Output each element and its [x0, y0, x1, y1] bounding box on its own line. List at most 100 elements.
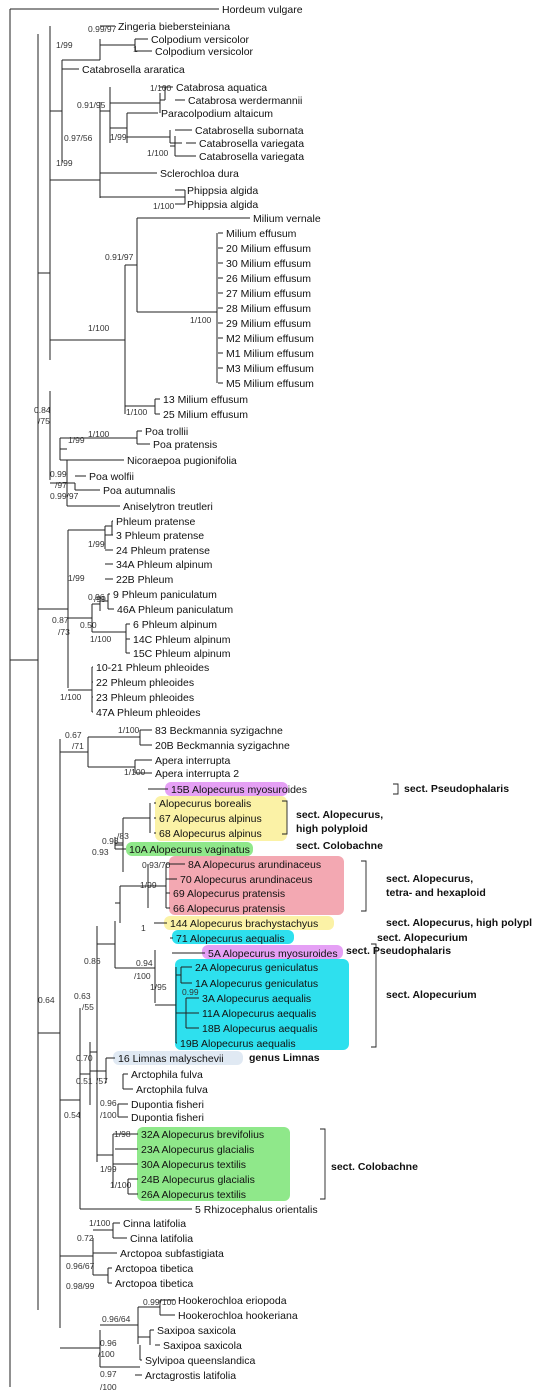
section-label: sect. Pseudophalaris	[404, 783, 509, 795]
support-value: 1/100	[150, 83, 172, 93]
taxon-label: 71 Alopecurus aequalis	[176, 933, 285, 945]
support-value: 1/99	[110, 132, 127, 142]
clade-highlight	[175, 959, 349, 1050]
clade-highlight	[165, 782, 288, 796]
support-value: 0.99	[182, 987, 199, 997]
taxon-label: 67 Alopecurus alpinus	[159, 813, 262, 825]
clade-highlight	[113, 1051, 243, 1065]
taxon-label: Aniselytron treutleri	[123, 501, 213, 513]
clade-highlight	[164, 916, 334, 930]
taxon-label: Arctophila fulva	[136, 1084, 208, 1096]
section-bracket	[371, 943, 377, 1048]
taxon-label: Phippsia algida	[187, 185, 258, 197]
taxon-label: Alopecurus borealis	[159, 798, 251, 810]
support-value: 1	[141, 923, 146, 933]
support-value: 0.63	[74, 991, 91, 1001]
support-value: 0.97	[100, 1369, 117, 1379]
taxon-label: Nicoraepoa pugionifolia	[127, 455, 237, 467]
taxon-label: 26 Milium effusum	[226, 273, 311, 285]
support-value: 0.64	[38, 995, 55, 1005]
support-value: 0.93/70	[142, 860, 171, 870]
support-value: 1/100	[190, 315, 212, 325]
support-value: /100	[100, 1110, 117, 1120]
taxon-label: 6 Phleum alpinum	[133, 619, 217, 631]
taxon-label: 3A Alopecurus aequalis	[202, 993, 311, 1005]
taxon-label: Hordeum vulgare	[222, 4, 303, 16]
taxon-label: Catabrosella variegata	[199, 151, 304, 163]
taxon-label: Phippsia algida	[187, 199, 258, 211]
section-bracket	[393, 783, 399, 795]
support-value: /73	[58, 627, 70, 637]
taxon-label: Poa pratensis	[153, 439, 217, 451]
clade-highlight	[137, 1127, 290, 1201]
support-value: 1/95	[150, 982, 167, 992]
support-value: 0.84	[34, 405, 51, 415]
taxon-label: M5 Milium effusum	[226, 378, 314, 390]
support-value: 0.96	[88, 592, 105, 602]
support-value: 0.96/64	[102, 1314, 131, 1324]
taxon-label: Milium effusum	[226, 228, 297, 240]
support-value: 1/100	[153, 201, 175, 211]
support-value: /75	[38, 416, 50, 426]
support-value: 0.93	[92, 847, 109, 857]
taxon-label: 5 Rhizocephalus orientalis	[195, 1204, 318, 1216]
clade-highlights	[113, 782, 349, 1201]
taxon-label: M2 Milium effusum	[226, 333, 314, 345]
support-value: 0.70	[76, 1053, 93, 1063]
taxon-label: M1 Milium effusum	[226, 348, 314, 360]
support-value: 1	[133, 44, 138, 54]
taxon-label: Poa autumnalis	[103, 485, 175, 497]
section-label: tetra- and hexaploid	[386, 887, 486, 899]
support-value: 0.72	[77, 1233, 94, 1243]
taxon-label: 15C Phleum alpinum	[133, 648, 231, 660]
clade-highlight	[202, 945, 343, 959]
taxon-label: Arctopoa tibetica	[115, 1278, 193, 1290]
taxon-label: 30A Alopecurus textilis	[141, 1159, 246, 1171]
taxon-label: 20 Milium effusum	[226, 243, 311, 255]
section-label: sect. Alopecurium	[377, 932, 468, 944]
taxon-label: 10-21 Phleum phleoides	[96, 662, 209, 674]
taxon-label: Poa trollii	[145, 426, 188, 438]
taxon-label: 144 Alopecurus brachystachyus	[170, 918, 318, 930]
taxon-label: 11A Alopecurus aequalis	[202, 1008, 316, 1020]
clade-highlight	[172, 930, 294, 944]
taxon-label: 14C Phleum alpinum	[133, 634, 231, 646]
support-value: 1/100	[124, 767, 146, 777]
support-value: 0.54	[64, 1110, 81, 1120]
support-value: 1/100	[90, 634, 112, 644]
taxon-label: 22B Phleum	[116, 574, 173, 586]
taxon-label: Saxipoa saxicola	[157, 1325, 236, 1337]
taxon-label: Catabrosella araratica	[82, 64, 185, 76]
taxon-label: Hookerochloa hookeriana	[178, 1310, 298, 1322]
taxon-label: Sylvipoa queenslandica	[145, 1355, 255, 1367]
support-value: 0.99	[50, 469, 67, 479]
taxon-label: Milium vernale	[253, 213, 321, 225]
taxon-label: 24 Phleum pratense	[116, 545, 210, 557]
taxon-label: Arctopoa tibetica	[115, 1263, 193, 1275]
section-label: high polyploid	[296, 823, 368, 835]
taxon-label: 70 Alopecurus arundinaceus	[180, 874, 313, 886]
section-label: sect. Colobachne	[331, 1161, 418, 1173]
support-value: 1/100	[110, 1180, 132, 1190]
taxon-label: Saxipoa saxicola	[163, 1340, 242, 1352]
support-value: 1/99	[68, 435, 85, 445]
tree-branches	[9, 8, 250, 1387]
taxon-label: Catabrosa aquatica	[176, 82, 267, 94]
support-value: /83	[117, 831, 129, 841]
taxon-label: Hookerochloa eriopoda	[178, 1295, 287, 1307]
taxon-label: Poa wolfii	[89, 471, 134, 483]
taxon-label: 20B Beckmannia syzigachne	[155, 740, 290, 752]
taxon-label: Catabrosella variegata	[199, 138, 304, 150]
taxon-label: Sclerochloa dura	[160, 168, 239, 180]
support-value: 0.96/67	[66, 1261, 95, 1271]
taxon-label: 1A Alopecurus geniculatus	[195, 978, 318, 990]
taxon-label: 32A Alopecurus brevifolius	[141, 1129, 264, 1141]
section-brackets	[282, 783, 399, 1200]
taxon-label: Dupontia fisheri	[131, 1099, 204, 1111]
taxon-label: 5A Alopecurus myosuroides	[208, 948, 338, 960]
taxon-label: 27 Milium effusum	[226, 288, 311, 300]
taxon-label: 16 Limnas malyschevii	[118, 1053, 224, 1065]
section-bracket	[361, 860, 367, 912]
taxon-label: Phleum pratense	[116, 516, 196, 528]
